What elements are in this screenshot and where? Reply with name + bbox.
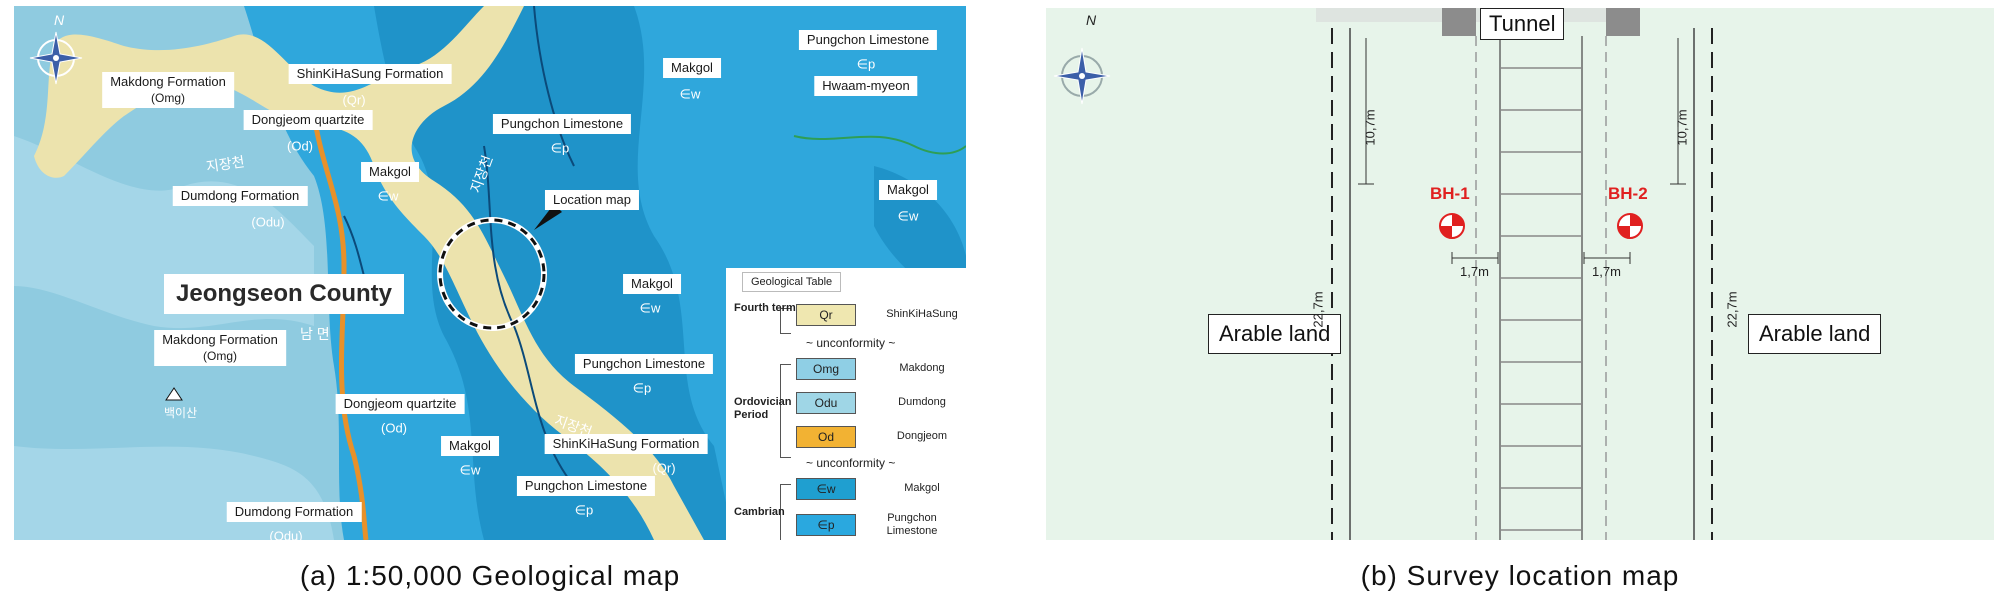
label-shinkihasung-1-sym: (Qr) — [342, 92, 366, 108]
unit-name-od: Dongjeom — [896, 430, 948, 442]
compass-icon-b — [1052, 46, 1112, 111]
bracket-fourth — [780, 308, 791, 334]
label-makgol-left: Makgol — [361, 162, 419, 182]
label-makgol-low-sym: ∈w — [459, 462, 481, 478]
legend-row-od: Od Dongjeom — [726, 426, 966, 452]
label-location-map: Location map — [544, 190, 640, 210]
caption-b: (b) Survey location map — [1360, 560, 1680, 591]
label-makgol-center: Makgol — [623, 274, 681, 294]
stream-1 — [533, 6, 575, 167]
label-makgol-low: Makgol — [441, 436, 499, 456]
rail-ties — [1500, 67, 1582, 531]
swatch-qr: Qr — [796, 304, 856, 326]
unit-name-omg: Makdong — [899, 362, 945, 374]
dim-22-7-right: 22,7m — [1724, 291, 1740, 328]
label-dongjeom-1-sym: (Od) — [287, 138, 313, 154]
label-shinkihasung-2-sym: (Qr) — [652, 460, 676, 476]
county-label: Jeongseon County — [164, 274, 405, 314]
label-shinkihasung-2: ShinKiHaSung Formation — [544, 434, 708, 454]
location-circle — [438, 218, 546, 330]
label-pungchon-low-sym: ∈p — [632, 380, 652, 396]
group-ordovician: Ordovician Period — [734, 396, 792, 421]
caption-a: (a) 1:50,000 Geological map — [299, 560, 681, 591]
geological-table: Geological Table Fourth term Qr ShinKiHa… — [726, 268, 966, 540]
legend-row-pungchon: ∈p Pungchon Limestone — [726, 512, 966, 540]
dim-10-7-right: 10,7m — [1674, 109, 1690, 146]
label-shinkihasung-1: ShinKiHaSung Formation — [288, 64, 452, 84]
borehole-bh2-icon — [1617, 213, 1643, 239]
label-dumdong-1: Dumdong Formation — [172, 186, 308, 206]
survey-location-map: N Tunnel Arable land Arable land BH-1 BH… — [1046, 8, 1994, 540]
dongjeom-strip — [311, 115, 369, 540]
unit-name-makgol: Makgol — [904, 482, 940, 494]
label-dumdong-1-sym: (Odu) — [251, 214, 285, 230]
label-pungchon-tr: Pungchon Limestone — [798, 30, 938, 50]
portal-left — [1442, 8, 1476, 36]
label-makgol-right: Makgol — [879, 180, 937, 200]
unit-name-odu: Dumdong — [898, 396, 946, 408]
bh1-label: BH-1 — [1430, 184, 1470, 203]
legend-row-omg: Omg Makdong — [726, 358, 966, 384]
dim-1-7-left: 1,7m — [1460, 264, 1489, 279]
compass-icon — [28, 30, 84, 91]
label-pungchon-tr-sym: ∈p — [856, 56, 876, 72]
label-makdong-1: Makdong Formation(Omg) — [102, 72, 234, 108]
label-makgol-center-sym: ∈w — [639, 300, 661, 316]
borehole-bh1-icon — [1439, 213, 1465, 239]
bh2-label: BH-2 — [1608, 184, 1648, 203]
north-label-b: N — [1086, 12, 1097, 28]
location-pointer — [534, 204, 562, 230]
label-makgol-top-sym: ∈w — [679, 86, 701, 102]
north-label: N — [54, 12, 65, 28]
mountain-marker — [165, 387, 183, 401]
legend-title: Geological Table — [742, 272, 842, 292]
legend-row-makgol: ∈w Makgol — [726, 478, 966, 504]
makgol-area — [374, 6, 734, 540]
bracket-ordovician — [780, 364, 791, 458]
mountain-name: 백이산 — [164, 406, 198, 420]
dim-10-7-left: 10,7m — [1362, 109, 1378, 146]
unconformity-1: ~ unconformity ~ — [806, 336, 896, 350]
myeon-name: 남 면 — [300, 326, 330, 342]
legend-row-qr: Qr ShinKiHaSung — [726, 304, 966, 330]
arable-land-right: Arable land — [1748, 314, 1882, 354]
unconformity-2: ~ unconformity ~ — [806, 456, 896, 470]
unit-name-pungchon: Pungchon Limestone — [886, 512, 938, 537]
swatch-makgol: ∈w — [796, 478, 856, 500]
label-dongjeom-2-sym: (Od) — [381, 420, 407, 436]
group-fourth-term: Fourth term — [734, 302, 796, 314]
label-makgol-right-sym: ∈w — [897, 208, 919, 224]
arable-land-left: Arable land — [1208, 314, 1342, 354]
label-pungchon-mid-sym: ∈p — [550, 140, 570, 156]
swatch-pungchon: ∈p — [796, 514, 856, 536]
label-makgol-top: Makgol — [663, 58, 721, 78]
label-pungchon-mid: Pungchon Limestone — [492, 114, 632, 134]
legend-row-odu: Odu Dumdong — [726, 392, 966, 418]
label-pungchon-bot-sym: ∈p — [574, 502, 594, 518]
label-dumdong-2-sym: (Odu) — [269, 528, 303, 541]
swatch-od: Od — [796, 426, 856, 448]
dim-1-7-right: 1,7m — [1592, 264, 1621, 279]
label-makgol-left-sym: ∈w — [377, 188, 399, 204]
dim-22-7-left: 22,7m — [1310, 291, 1326, 328]
label-makdong-2: Makdong Formation(Omg) — [154, 330, 286, 366]
stream-3 — [343, 215, 365, 277]
portal-right — [1606, 8, 1640, 36]
swatch-omg: Omg — [796, 358, 856, 380]
label-pungchon-bot: Pungchon Limestone — [516, 476, 656, 496]
label-dongjeom-1: Dongjeom quartzite — [243, 110, 373, 130]
swatch-odu: Odu — [796, 392, 856, 414]
boundary-green — [793, 135, 966, 155]
group-cambrian: Cambrian — [734, 506, 785, 518]
unit-name-qr: ShinKiHaSung — [886, 308, 958, 320]
label-pungchon-low: Pungchon Limestone — [574, 354, 714, 374]
label-dumdong-2: Dumdong Formation — [226, 502, 362, 522]
label-dongjeom-2: Dongjeom quartzite — [335, 394, 465, 414]
tunnel-label: Tunnel — [1480, 8, 1565, 40]
label-hwaam: Hwaam-myeon — [814, 76, 918, 96]
survey-drawing — [1046, 8, 1994, 540]
bracket-cambrian — [780, 484, 791, 540]
geological-map: N Makdong Formation(Omg) ShinKiHaSung Fo… — [14, 6, 966, 540]
